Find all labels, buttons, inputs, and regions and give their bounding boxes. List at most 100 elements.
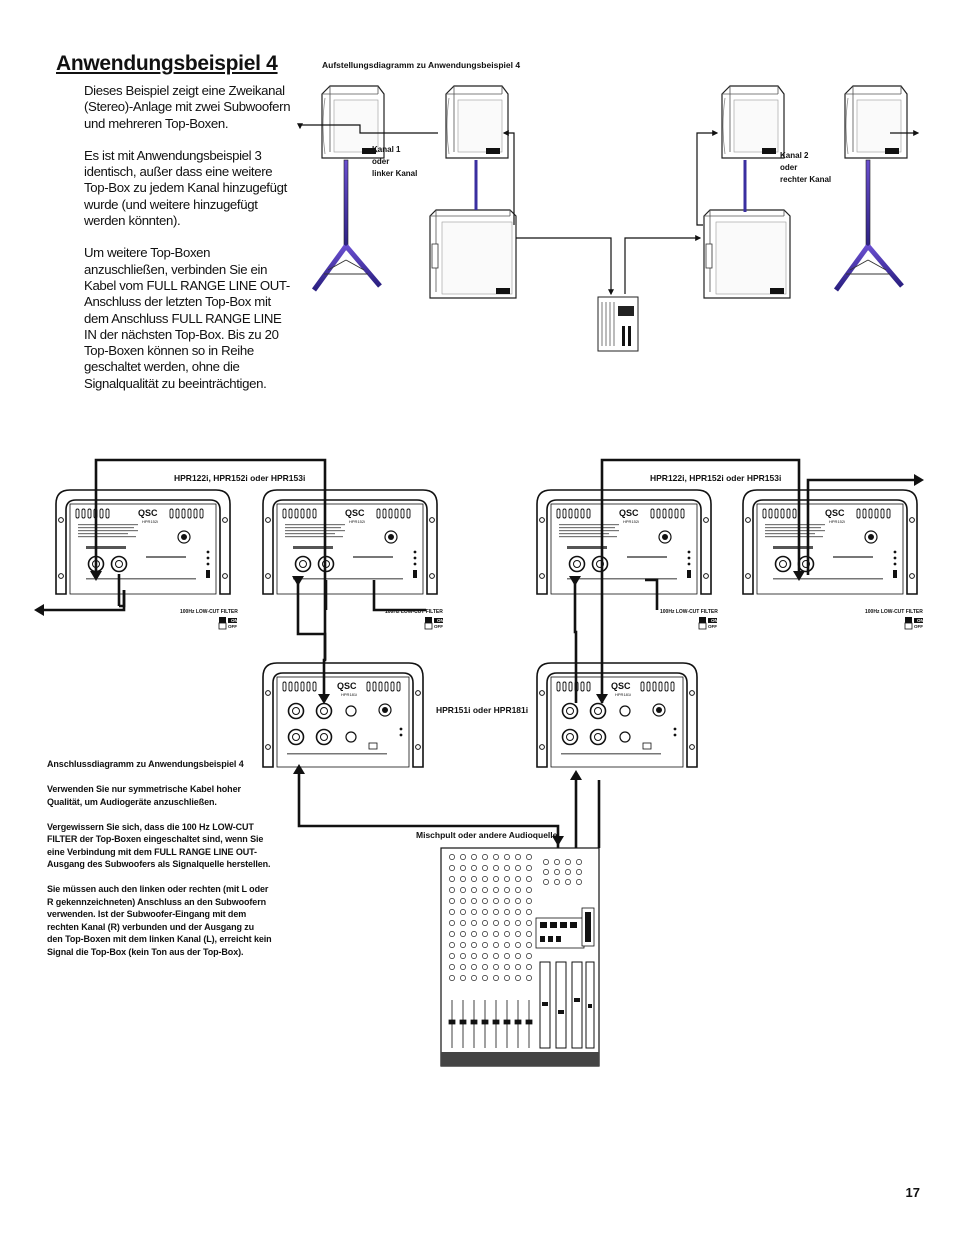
top-models-right: HPR122i, HPR152i oder HPR153i	[650, 473, 781, 483]
mixer-knob	[515, 931, 521, 937]
mixer-knob	[493, 887, 499, 893]
stand-left-1	[314, 160, 380, 290]
mixer-knob	[482, 854, 488, 860]
mixer-knob	[460, 898, 466, 904]
connection-note: Vergewissern Sie sich, dass die 100 Hz L…	[47, 821, 271, 870]
mixer-knob	[471, 898, 477, 904]
mixer-knob	[449, 898, 455, 904]
setup-caption: Aufstellungsdiagramm zu Anwendungsbeispi…	[322, 60, 520, 70]
mixer-knob	[526, 887, 532, 893]
mixer-knob	[460, 854, 466, 860]
mixer-fader-knob	[514, 1019, 522, 1025]
lowcut-filter-left: 100Hz LOW-CUT FILTER ON OFF	[180, 609, 238, 630]
mixer-knob	[449, 964, 455, 970]
mixer-knob	[526, 942, 532, 948]
speaker-left-2	[445, 85, 509, 159]
mixer-knob	[460, 931, 466, 937]
connection-note: Sie müssen auch den linken oder rechten …	[47, 884, 272, 957]
svg-text:ON: ON	[437, 618, 444, 623]
mixer-knob	[504, 931, 510, 937]
mixer-knob	[504, 920, 510, 926]
mixer-knob	[504, 876, 510, 882]
mixer-knob	[554, 859, 560, 865]
svg-text:OFF: OFF	[914, 624, 923, 629]
mixer-knob	[493, 953, 499, 959]
mixer-knob	[515, 975, 521, 981]
svg-text:OFF: OFF	[708, 624, 717, 629]
mixer-knob	[482, 887, 488, 893]
mixer-knob	[493, 865, 499, 871]
svg-text:100Hz LOW-CUT FILTER: 100Hz LOW-CUT FILTER	[385, 609, 443, 615]
connection-caption: Anschlussdiagramm zu Anwendungsbeispiel …	[47, 759, 244, 769]
mixer-knob	[576, 879, 582, 885]
top-models-left: HPR122i, HPR152i oder HPR153i	[174, 473, 305, 483]
mixer-knob	[449, 909, 455, 915]
mixer-knob	[460, 887, 466, 893]
subwoofer-left	[429, 209, 517, 299]
mixer-knob	[449, 942, 455, 948]
intro-paragraph: Dieses Beispiel zeigt eine Zweikanal (St…	[84, 83, 291, 131]
mixer-knob	[504, 953, 510, 959]
mixer-knob	[526, 975, 532, 981]
mixer-knob	[576, 869, 582, 875]
mixer-knob	[554, 869, 560, 875]
mixer-knob	[504, 898, 510, 904]
lowcut-filter-right2: 100Hz LOW-CUT FILTER ON OFF	[865, 609, 924, 630]
mixer-knob	[449, 931, 455, 937]
mixer-knob	[543, 879, 549, 885]
mixer-knob	[493, 964, 499, 970]
mixer-knob	[449, 887, 455, 893]
mixer-knob	[449, 953, 455, 959]
rear-panel-top-2	[262, 489, 438, 595]
mixer-knob	[471, 931, 477, 937]
mixer-knob	[493, 975, 499, 981]
mixer-knob	[504, 854, 510, 860]
mixer-knob	[515, 854, 521, 860]
mixer-knob	[515, 953, 521, 959]
mixer-knob	[565, 859, 571, 865]
mixer-knob	[482, 942, 488, 948]
svg-text:100Hz LOW-CUT FILTER: 100Hz LOW-CUT FILTER	[180, 609, 238, 615]
mixer-knob	[482, 898, 488, 904]
mixer-knob	[460, 975, 466, 981]
mixer-knob	[482, 865, 488, 871]
intro-paragraph: Um weitere Top-Boxen anzuschließen, verb…	[84, 245, 290, 391]
mixer-knob	[526, 854, 532, 860]
lowcut-filter-left2: 100Hz LOW-CUT FILTER ON OFF	[385, 609, 444, 630]
mixer-knob	[515, 898, 521, 904]
mixer-knob	[515, 887, 521, 893]
mixer-knob	[515, 920, 521, 926]
mixer-knob	[504, 909, 510, 915]
rear-panel-sub-left	[262, 662, 424, 768]
stand-right-2	[836, 160, 902, 290]
mixer-knob	[493, 898, 499, 904]
mixer-knob	[493, 920, 499, 926]
mixer-knob	[493, 931, 499, 937]
mixer-knob	[526, 909, 532, 915]
mixer-knob	[460, 865, 466, 871]
page-number: 17	[905, 1185, 920, 1200]
mixer-large	[440, 847, 600, 1067]
mixer-knob	[493, 876, 499, 882]
svg-text:100Hz LOW-CUT FILTER: 100Hz LOW-CUT FILTER	[865, 609, 923, 615]
channel2-label: Kanal 2	[780, 151, 809, 160]
svg-text:ON: ON	[711, 618, 718, 623]
intro-paragraph: Es ist mit Anwendungsbeispiel 3 identisc…	[84, 147, 287, 229]
mixer-knob	[515, 876, 521, 882]
mixer-fader-knob	[492, 1019, 500, 1025]
mixer-knob	[504, 964, 510, 970]
mixer-knob	[482, 909, 488, 915]
mixer-knob	[543, 859, 549, 865]
mixer-knob	[515, 865, 521, 871]
mixer-knob	[471, 865, 477, 871]
mixer-knob	[471, 942, 477, 948]
intro-text: Dieses Beispiel zeigt eine Zweikanal (St…	[84, 83, 292, 408]
mixer-knob	[526, 964, 532, 970]
svg-text:OFF: OFF	[434, 624, 443, 629]
svg-text:ON: ON	[231, 618, 238, 623]
mixer-knob	[526, 931, 532, 937]
mixer-knob	[515, 964, 521, 970]
speaker-right-1	[721, 85, 785, 159]
connection-notes: Anschlussdiagramm zu Anwendungsbeispiel …	[47, 758, 272, 971]
mixer-label: Mischpult oder andere Audioquelle	[416, 830, 558, 840]
